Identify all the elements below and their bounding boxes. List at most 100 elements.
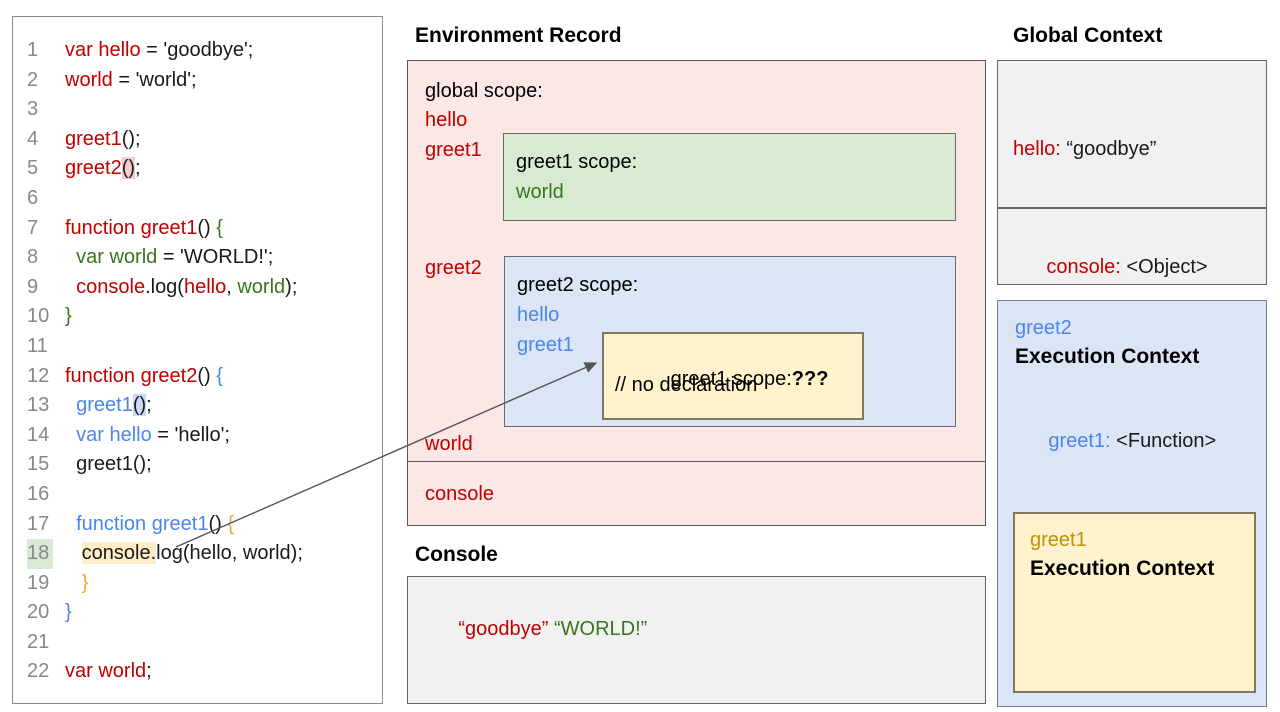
code-line: 16 <box>13 480 382 510</box>
code-text: function greet1() { <box>65 214 223 244</box>
code-line: 10} <box>13 302 382 332</box>
code-token: greet1 <box>76 394 133 417</box>
code-text: var world; <box>65 657 152 687</box>
line-number: 3 <box>27 98 39 121</box>
environment-record-title: Environment Record <box>415 24 622 47</box>
code-token: = 'hello'; <box>151 423 230 446</box>
code-token: ); <box>285 275 298 298</box>
code-line: 3 <box>13 95 382 125</box>
greet1-context-label: Execution Context <box>1030 557 1215 580</box>
code-text: var hello = 'goodbye'; <box>65 36 253 66</box>
code-token <box>65 276 76 298</box>
line-number: 19 <box>27 571 50 594</box>
code-token <box>65 542 82 564</box>
env-console-box: console <box>407 462 986 526</box>
greet2-execution-context-box: greet2 Execution Context greet1: <Functi… <box>997 300 1267 707</box>
env-var-hello: hello <box>425 109 468 131</box>
code-line: 20} <box>13 598 382 628</box>
code-line: 21 <box>13 628 382 658</box>
greet1-execution-context-box: greet1 Execution Context <box>1013 512 1256 693</box>
code-line: 14 var hello = 'hello'; <box>13 421 382 451</box>
code-text: function greet2() { <box>65 362 223 392</box>
code-token: var world <box>65 660 147 683</box>
code-token: () <box>208 512 228 535</box>
line-number: 9 <box>27 275 39 298</box>
code-line: 4 greet1(); <box>13 125 382 155</box>
line-number: 14 <box>27 423 50 446</box>
console-output-goodbye: “goodbye” <box>458 618 549 640</box>
code-token <box>65 513 76 535</box>
code-text: } <box>65 302 72 332</box>
greet2-scope-box: greet2 scope: hello greet1 greet1 scope:… <box>504 256 956 427</box>
code-text: function greet1() { <box>65 510 234 540</box>
code-text: greet2(); <box>65 154 141 184</box>
line-number: 1 <box>27 39 39 61</box>
gc-entry-console: console: <Object> <box>1013 231 1207 303</box>
code-token: var world <box>76 246 158 269</box>
code-text: console.log(hello, world); <box>65 539 303 569</box>
code-line: 22 var world; <box>13 657 382 687</box>
line-number: 10 <box>27 305 50 328</box>
code-token: () <box>197 364 217 387</box>
code-line: 8 var world = 'WORLD!'; <box>13 243 382 273</box>
code-token: var hello <box>65 39 141 61</box>
code-line: 15 greet1(); <box>13 450 382 480</box>
env-var-greet1: greet1 <box>425 139 482 161</box>
line-number: 11 <box>27 334 48 357</box>
code-token <box>65 453 76 475</box>
code-text: } <box>65 598 72 628</box>
env-var-console: console <box>425 483 494 505</box>
code-token <box>65 246 76 268</box>
greet2-scope-var-hello: hello <box>517 304 560 326</box>
code-token <box>65 424 76 446</box>
code-token: , <box>226 275 238 298</box>
g2-value: <Function> <box>1110 430 1217 452</box>
line-number: 12 <box>27 364 50 387</box>
code-token: } <box>65 305 72 328</box>
gc-key: console: <box>1046 256 1121 278</box>
global-context-vars-box: hello: “goodbye” world: “world” greet1: … <box>997 60 1267 426</box>
code-text: greet1(); <box>65 125 141 155</box>
code-line: 13 greet1(); <box>13 391 382 421</box>
console-output-line: “goodbye” “WORLD!” <box>425 593 647 665</box>
greet2-context-label: Execution Context <box>1015 345 1200 368</box>
code-text: world = 'world'; <box>65 66 197 96</box>
g2-key: greet1: <box>1048 430 1111 452</box>
greet1-scope-var-world: world <box>516 181 564 203</box>
line-number: 5 <box>27 157 39 180</box>
greet2-context-entry: greet1: <Function> <box>1015 405 1216 477</box>
code-token: hello <box>183 275 227 298</box>
line-number: 16 <box>27 482 50 505</box>
code-text: greet1(); <box>65 391 152 421</box>
code-token: ; <box>135 157 141 180</box>
code-token <box>65 394 76 416</box>
line-number: 17 <box>27 512 50 535</box>
code-token: function greet1 <box>65 216 198 239</box>
greet2-context-name: greet2 <box>1015 317 1072 339</box>
console-title: Console <box>415 543 498 566</box>
inner-scope-comment: // no declaration <box>615 374 758 396</box>
code-token: greet1(); <box>76 453 152 476</box>
console-output-world: “WORLD!” <box>553 618 648 640</box>
code-token: world <box>237 275 286 298</box>
global-scope-box: global scope: hello greet1 greet2 world … <box>407 60 986 462</box>
inner-scope-label-text: greet1 scope: <box>670 368 792 390</box>
code-line: 5 greet2(); <box>13 154 382 184</box>
greet2-scope-label: greet2 scope: <box>517 274 639 296</box>
code-token: var hello <box>76 423 152 446</box>
code-token: .log( <box>145 275 184 298</box>
line-number: 22 <box>27 660 50 683</box>
code-token: { <box>216 364 223 387</box>
code-token <box>65 572 82 594</box>
code-token: function greet2 <box>65 364 198 387</box>
code-line: 18 console.log(hello, world); <box>13 539 382 569</box>
greet1-scope-label: greet1 scope: <box>516 151 638 173</box>
line-number: 4 <box>27 127 39 150</box>
code-text: var world = 'WORLD!'; <box>65 243 273 273</box>
code-token: () <box>121 157 136 180</box>
